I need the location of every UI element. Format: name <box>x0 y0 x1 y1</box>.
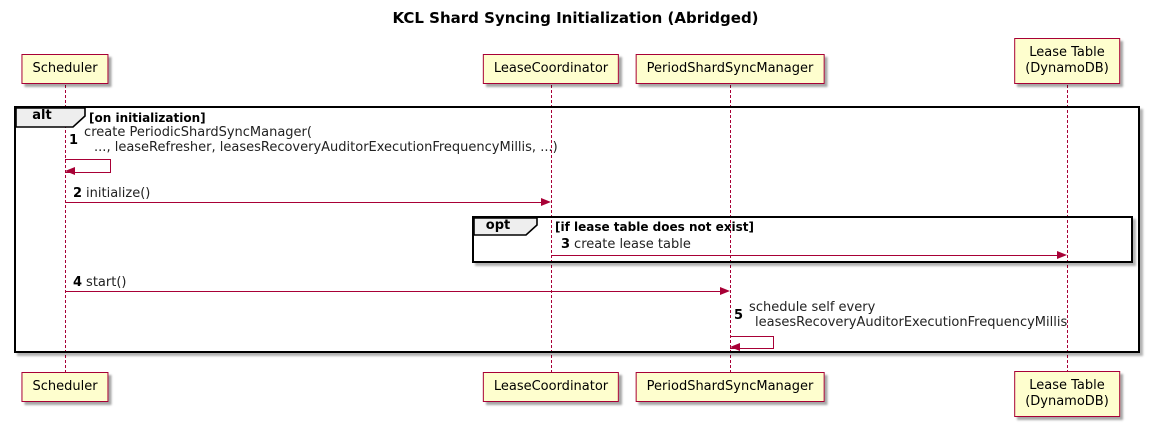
alt-frame-tab: alt <box>15 107 87 132</box>
message-1-label: 1 create PeriodicShardSyncManager( ..., … <box>69 125 558 155</box>
participant-label: LeaseCoordinator <box>493 61 609 76</box>
participant-label: PeriodShardSyncManager <box>646 379 814 394</box>
message-text-line2: leasesRecoveryAuditorExecutionFrequencyM… <box>755 315 1068 330</box>
participant-label: Scheduler <box>32 61 98 76</box>
participant-scheduler-bottom: Scheduler <box>21 372 109 402</box>
participant-label: PeriodShardSyncManager <box>646 61 814 76</box>
message-1-self-arrow <box>65 159 111 173</box>
participant-lease-table-top: Lease Table (DynamoDB) <box>1014 38 1120 84</box>
message-4-arrowhead <box>720 287 730 295</box>
message-number: 3 <box>561 237 571 252</box>
message-1-arrowhead <box>65 167 75 175</box>
opt-condition: [if lease table does not exist] <box>555 220 755 234</box>
alt-frame: alt [on initialization] <box>14 106 1140 353</box>
participant-sublabel: (DynamoDB) <box>1025 394 1109 409</box>
message-text: start() <box>86 275 127 290</box>
participant-label: Lease Table <box>1029 378 1105 393</box>
message-5-arrowhead <box>730 343 740 351</box>
participant-label: Lease Table <box>1029 45 1105 60</box>
message-5-label: 5 schedule self every leasesRecoveryAudi… <box>734 300 1067 330</box>
participant-lease-table-bottom: Lease Table (DynamoDB) <box>1014 371 1120 417</box>
message-text-line2: ..., leaseRefresher, leasesRecoveryAudit… <box>94 140 558 155</box>
participant-lease-coordinator-top: LeaseCoordinator <box>482 54 620 84</box>
diagram-title: KCL Shard Syncing Initialization (Abridg… <box>392 9 759 27</box>
message-number: 2 <box>73 186 83 201</box>
opt-frame-tab: opt <box>473 217 539 240</box>
message-2-arrowhead <box>541 198 551 206</box>
message-3-arrow <box>551 255 1057 256</box>
participant-sublabel: (DynamoDB) <box>1025 61 1109 76</box>
message-number: 5 <box>734 307 744 323</box>
message-3-arrowhead <box>1057 251 1067 259</box>
message-5-self-arrow <box>730 336 774 349</box>
participant-lease-coordinator-bottom: LeaseCoordinator <box>482 372 620 402</box>
message-text: initialize() <box>86 186 151 201</box>
opt-frame: opt [if lease table does not exist] <box>472 216 1133 263</box>
message-number: 4 <box>73 275 83 290</box>
participant-scheduler-top: Scheduler <box>21 54 109 84</box>
message-text: create lease table <box>574 237 691 252</box>
message-number: 1 <box>69 132 79 148</box>
message-text-line1: create PeriodicShardSyncManager( <box>84 125 312 140</box>
participant-period-shard-sync-manager-top: PeriodShardSyncManager <box>635 54 825 84</box>
participant-label: Scheduler <box>32 379 98 394</box>
lifeline-scheduler <box>65 85 66 373</box>
alt-condition: [on initialization] <box>89 111 206 125</box>
alt-keyword: alt <box>32 108 52 123</box>
frame-tab-shape <box>473 217 538 236</box>
message-2-arrow <box>65 202 542 203</box>
opt-keyword: opt <box>485 218 511 233</box>
lifeline-period-shard-sync-manager <box>730 85 731 373</box>
lifeline-lease-coordinator <box>551 85 552 373</box>
message-text-line1: schedule self every <box>749 300 876 315</box>
lifeline-lease-table <box>1067 85 1068 373</box>
frame-tab-shape <box>15 107 86 128</box>
participant-label: LeaseCoordinator <box>493 379 609 394</box>
message-4-arrow <box>65 291 720 292</box>
participant-period-shard-sync-manager-bottom: PeriodShardSyncManager <box>635 372 825 402</box>
